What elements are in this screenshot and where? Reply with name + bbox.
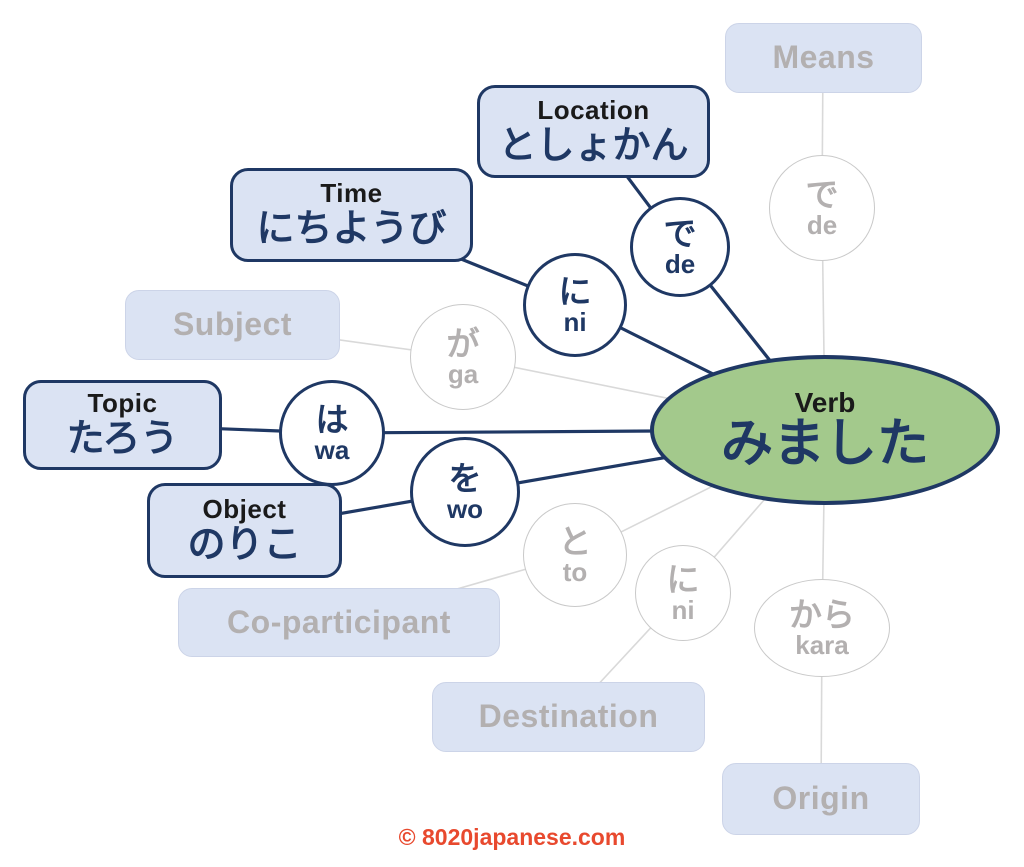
role-label-coparticipant: Co-participant — [227, 603, 451, 640]
role-box-coparticipant: Co-participant — [178, 588, 500, 657]
role-label-object: Object — [202, 493, 287, 524]
particle-de-location: で de — [630, 197, 730, 297]
particle-wo-object: を wo — [410, 437, 520, 547]
role-box-object: Object のりこ — [147, 483, 342, 578]
particle-ni-destination: に ni — [635, 545, 731, 641]
particle-de-means: で de — [769, 155, 875, 261]
particle-romaji: wo — [446, 493, 484, 524]
role-box-time: Time にちようび — [230, 168, 473, 262]
role-box-location: Location としょかん — [477, 85, 710, 178]
role-box-destination: Destination — [432, 682, 705, 752]
particle-romaji: wa — [314, 434, 350, 465]
role-label-time: Time — [320, 178, 383, 209]
role-label-origin: Origin — [772, 780, 870, 817]
particle-romaji: ni — [671, 594, 695, 625]
particle-kana: は — [315, 400, 349, 438]
particle-ni-time: に ni — [523, 253, 627, 357]
copyright-credit: © 8020japanese.com — [398, 824, 626, 850]
role-label-location: Location — [537, 94, 650, 125]
role-box-origin: Origin — [722, 763, 920, 835]
particle-kana: から — [789, 595, 855, 633]
particle-romaji: ni — [563, 306, 587, 337]
particle-to-coparticipant: と to — [523, 503, 627, 607]
particle-romaji: to — [562, 556, 588, 587]
particle-romaji: de — [664, 248, 696, 279]
particle-wa-topic: は wa — [279, 380, 385, 486]
role-label-topic: Topic — [87, 388, 158, 419]
particle-kana: で — [663, 214, 697, 252]
particle-kana: と — [558, 522, 592, 560]
role-box-topic: Topic たろう — [23, 380, 222, 470]
role-word-time: にちようび — [256, 208, 447, 251]
particle-romaji: ga — [447, 358, 479, 389]
role-label-means: Means — [772, 39, 875, 76]
role-box-subject: Subject — [125, 290, 340, 360]
verb-node: Verb みました — [650, 355, 1000, 505]
particle-kana: が — [446, 324, 480, 362]
verb-word: みました — [720, 415, 929, 474]
particle-kana: に — [558, 272, 592, 310]
role-word-location: としょかん — [498, 124, 689, 167]
particle-romaji: de — [806, 209, 838, 240]
particle-kana: に — [666, 560, 700, 598]
particle-kana: を — [448, 459, 482, 497]
role-word-topic: たろう — [66, 418, 179, 461]
particle-kara-origin: から kara — [754, 579, 890, 677]
particle-romaji: kara — [795, 629, 849, 660]
particle-kana: で — [805, 175, 839, 213]
role-word-object: のりこ — [187, 523, 302, 566]
role-label-destination: Destination — [478, 698, 659, 735]
particle-ga-subject: が ga — [410, 304, 516, 410]
role-label-subject: Subject — [172, 306, 293, 343]
role-box-means: Means — [725, 23, 922, 93]
verb-label: Verb — [794, 387, 856, 418]
